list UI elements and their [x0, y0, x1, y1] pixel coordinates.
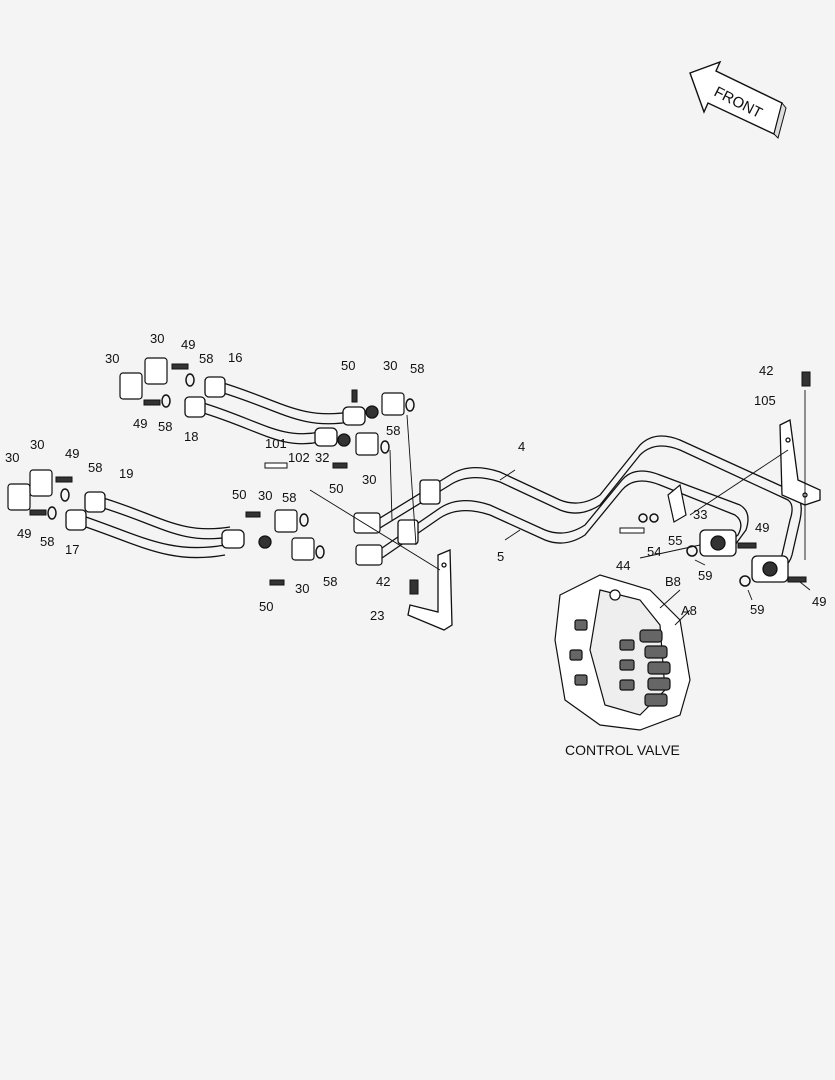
- label-5: 5: [497, 549, 504, 564]
- label-30: 30: [150, 331, 164, 346]
- label-105: 105: [754, 393, 776, 408]
- label-58: 58: [40, 534, 54, 549]
- label-30: 30: [5, 450, 19, 465]
- front-arrow: FRONT: [689, 60, 787, 139]
- label-A8: A8: [681, 603, 697, 618]
- label-50: 50: [329, 481, 343, 496]
- o-rings: [47, 373, 751, 587]
- flange-clamps: [7, 357, 405, 566]
- clamp-33: [667, 483, 687, 523]
- label-50: 50: [232, 487, 246, 502]
- label-30: 30: [105, 351, 119, 366]
- bracket-23: [407, 549, 453, 631]
- label-58: 58: [282, 490, 296, 505]
- label-58: 58: [199, 351, 213, 366]
- label-50: 50: [341, 358, 355, 373]
- pipe-flanges: [699, 529, 789, 583]
- callout-labels: 30 30 49 58 16 49 58 18 50 30 58 58 30 5…: [5, 331, 826, 623]
- label-32: 32: [315, 450, 329, 465]
- leader-lines: [309, 390, 811, 626]
- steel-pipes: [379, 435, 802, 573]
- label-18: 18: [184, 429, 198, 444]
- label-30: 30: [362, 472, 376, 487]
- label-58: 58: [88, 460, 102, 475]
- label-19: 19: [119, 466, 133, 481]
- label-17: 17: [65, 542, 79, 557]
- label-55: 55: [668, 533, 682, 548]
- label-49: 49: [812, 594, 826, 609]
- label-33: 33: [693, 507, 707, 522]
- label-58: 58: [323, 574, 337, 589]
- label-B8: B8: [665, 574, 681, 589]
- label-54: 54: [647, 544, 661, 559]
- control-valve: CONTROL VALVE: [554, 574, 691, 758]
- label-30: 30: [383, 358, 397, 373]
- label-49: 49: [17, 526, 31, 541]
- label-42: 42: [376, 574, 390, 589]
- label-58: 58: [410, 361, 424, 376]
- control-valve-caption: CONTROL VALVE: [565, 742, 680, 758]
- lower-hose-assembly: [65, 491, 272, 559]
- label-59: 59: [698, 568, 712, 583]
- bracket-105: [779, 419, 821, 506]
- label-23: 23: [370, 608, 384, 623]
- label-49: 49: [65, 446, 79, 461]
- label-42: 42: [759, 363, 773, 378]
- label-101: 101: [265, 436, 287, 451]
- label-49: 49: [755, 520, 769, 535]
- label-58: 58: [386, 423, 400, 438]
- upper-hose-assembly: [184, 376, 379, 447]
- label-49: 49: [133, 416, 147, 431]
- label-30: 30: [295, 581, 309, 596]
- label-44: 44: [616, 558, 630, 573]
- label-4: 4: [518, 439, 525, 454]
- bolts: [29, 363, 811, 595]
- label-102: 102: [288, 450, 310, 465]
- label-30: 30: [30, 437, 44, 452]
- label-59: 59: [750, 602, 764, 617]
- label-49: 49: [181, 337, 195, 352]
- label-58: 58: [158, 419, 172, 434]
- label-16: 16: [228, 350, 242, 365]
- label-50: 50: [259, 599, 273, 614]
- label-30: 30: [258, 488, 272, 503]
